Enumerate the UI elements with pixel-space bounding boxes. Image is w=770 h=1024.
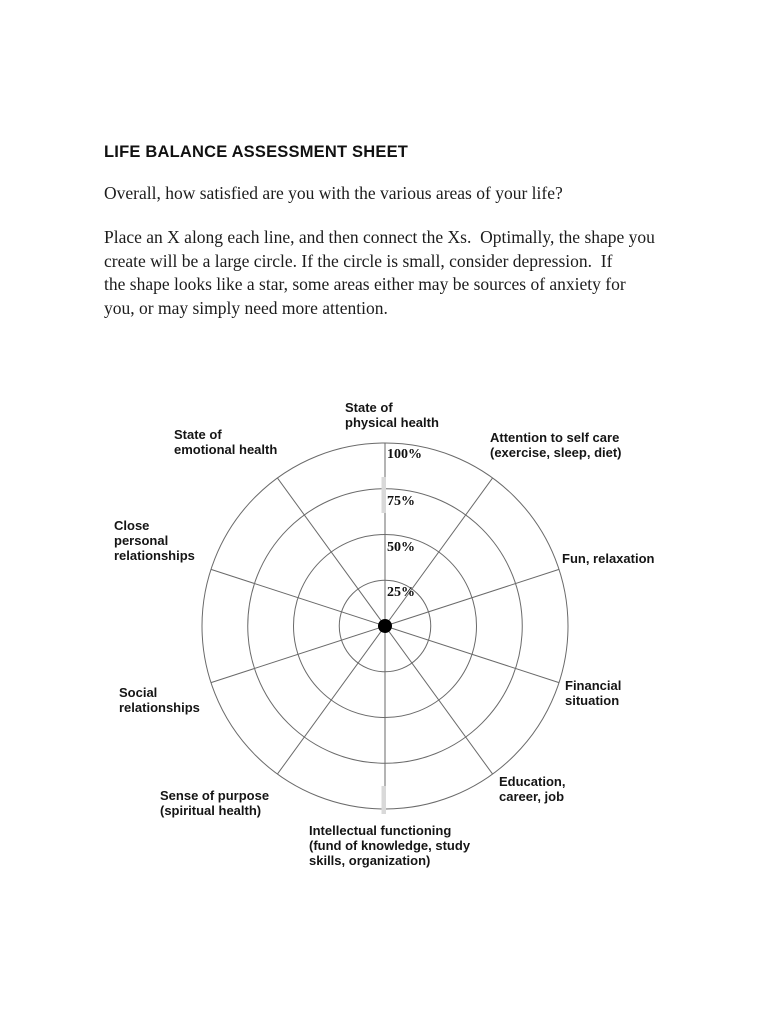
scan-artifact xyxy=(381,786,386,814)
wheel-spoke-4 xyxy=(384,625,494,775)
wheel-spoke-9 xyxy=(276,477,386,627)
area-label-close-relationships: Close personal relationships xyxy=(114,518,195,563)
area-label-social-relationships: Social relationships xyxy=(119,685,200,715)
ring-label-25: 25% xyxy=(387,585,415,600)
area-label-self-care: Attention to self care (exercise, sleep,… xyxy=(490,430,622,460)
ring-label-50: 50% xyxy=(387,540,415,555)
wheel-spoke-3 xyxy=(384,625,560,684)
wheel-spoke-1 xyxy=(384,477,494,627)
wheel-ring-labels: 100% 75% 50% 25% xyxy=(387,447,422,600)
ring-label-75: 75% xyxy=(387,494,415,509)
area-label-physical-health: State of physical health xyxy=(345,400,439,430)
area-label-sense-of-purpose: Sense of purpose (spiritual health) xyxy=(160,788,270,818)
wheel-spoke-2 xyxy=(384,568,560,627)
area-label-emotional-health: State of emotional health xyxy=(174,427,278,457)
page-title: LIFE BALANCE ASSESSMENT SHEET xyxy=(104,143,409,161)
ring-label-100: 100% xyxy=(387,447,422,462)
scan-artifact xyxy=(381,477,386,513)
area-label-fun-relaxation: Fun, relaxation xyxy=(562,551,655,566)
wheel-center-dot xyxy=(378,619,392,633)
area-label-financial-situation: Financial situation xyxy=(565,678,622,708)
area-label-education-career: Education, career, job xyxy=(499,774,566,804)
wheel-spoke-7 xyxy=(210,625,386,684)
intro-question: Overall, how satisfied are you with the … xyxy=(104,183,563,203)
wheel-spokes xyxy=(210,443,560,809)
instructions-paragraph: Place an X along each line, and then con… xyxy=(104,227,655,318)
area-label-intellectual: Intellectual functioning (fund of knowle… xyxy=(309,823,471,868)
wheel-spoke-8 xyxy=(210,568,386,627)
wheel-spoke-6 xyxy=(276,625,386,775)
